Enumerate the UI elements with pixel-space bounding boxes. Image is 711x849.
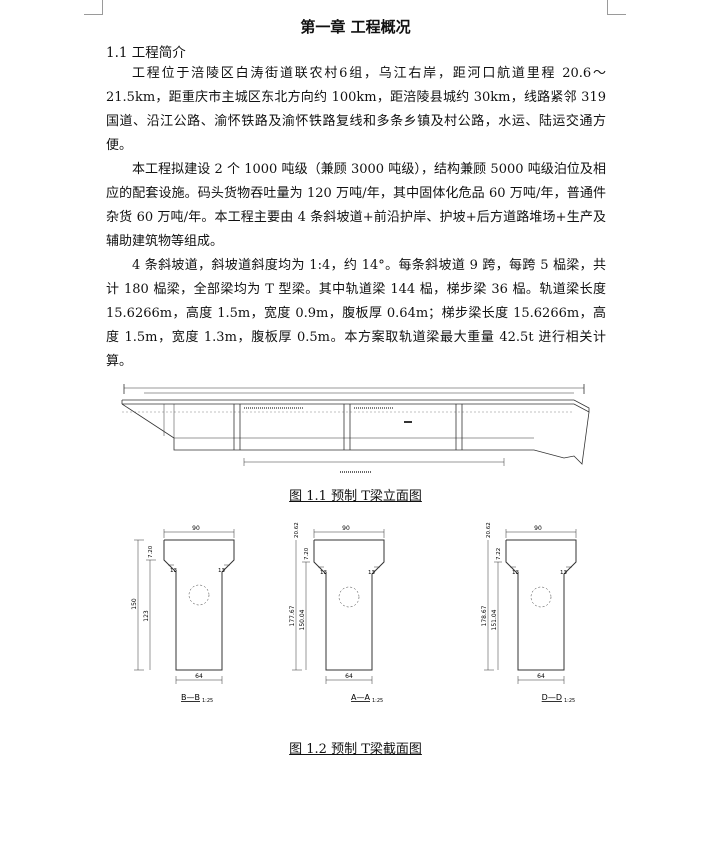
a-a-haunch-right: 13 (368, 570, 375, 576)
b-b-total-height: 150 (131, 598, 138, 610)
a-a-total-height: 177.67 (289, 605, 296, 626)
d-d-haunch-right: 13 (560, 570, 567, 576)
crop-mark-top-left (84, 0, 103, 15)
paragraph-location: 工程位于涪陵区白涛街道联农村6组，乌江右岸，距河口航道里程 20.6～21.5k… (106, 66, 606, 153)
b-b-flange-dim: 7.20 (148, 545, 154, 558)
crop-mark-top-right (607, 0, 626, 15)
cross-section-d-d: 90 64 20.62 7.22 178.67 151.04 13 13 D—D… (481, 522, 577, 704)
a-a-flange-dim: 7.20 (304, 547, 310, 560)
d-d-web-height: 151.04 (491, 609, 498, 630)
b-b-scale: 1:25 (202, 698, 213, 704)
d-d-haunch-left: 13 (512, 570, 519, 576)
d-d-top-width: 90 (534, 525, 542, 532)
chapter-title: 第一章 工程概况 (300, 18, 411, 36)
cross-section-b-b: 90 64 7.20 150 123 13 13 B—B 1:25 (131, 525, 235, 704)
a-a-web-width: 64 (345, 673, 353, 680)
b-b-section-label: B—B (181, 693, 200, 702)
cross-section-a-a: 90 64 20.62 7.20 177.67 150.04 13 13 A—A… (289, 522, 385, 704)
d-d-total-height: 178.67 (481, 605, 488, 626)
d-d-web-width: 64 (537, 673, 545, 680)
section-title: 1.1 工程简介 (106, 45, 186, 61)
d-d-flange-dim: 7.22 (496, 548, 502, 560)
a-a-scale: 1:25 (372, 698, 383, 704)
b-b-top-width: 90 (192, 525, 200, 532)
b-b-haunch-left: 13 (170, 568, 177, 574)
b-b-web-width: 64 (195, 673, 203, 680)
figure-1-caption: 图 1.1 预制 T梁立面图 (289, 489, 422, 504)
d-d-section-label: D—D (542, 693, 562, 702)
a-a-section-label: A—A (351, 693, 370, 702)
a-a-haunch-left: 13 (320, 570, 327, 576)
figure-2-caption: 图 1.2 预制 T梁截面图 (289, 742, 422, 757)
b-b-haunch-right: 13 (218, 568, 225, 574)
paragraph-ramps: 4 条斜坡道，斜坡道斜度均为 1:4，约 14°。每条斜坡道 9 跨，每跨 5 … (106, 258, 606, 369)
paragraph-scope: 本工程拟建设 2 个 1000 吨级（兼顾 3000 吨级），结构兼顾 5000… (106, 162, 606, 249)
t-beam-elevation-drawing (121, 384, 590, 473)
b-b-web-height: 123 (143, 610, 150, 622)
t-beam-cross-sections: 90 64 7.20 150 123 13 13 B—B 1:25 (131, 522, 577, 704)
a-a-top-width: 90 (342, 525, 350, 532)
a-a-web-height: 150.04 (299, 609, 306, 630)
d-d-top-extra: 20.62 (486, 522, 492, 538)
a-a-top-extra: 20.62 (294, 522, 300, 538)
d-d-scale: 1:25 (564, 698, 575, 704)
